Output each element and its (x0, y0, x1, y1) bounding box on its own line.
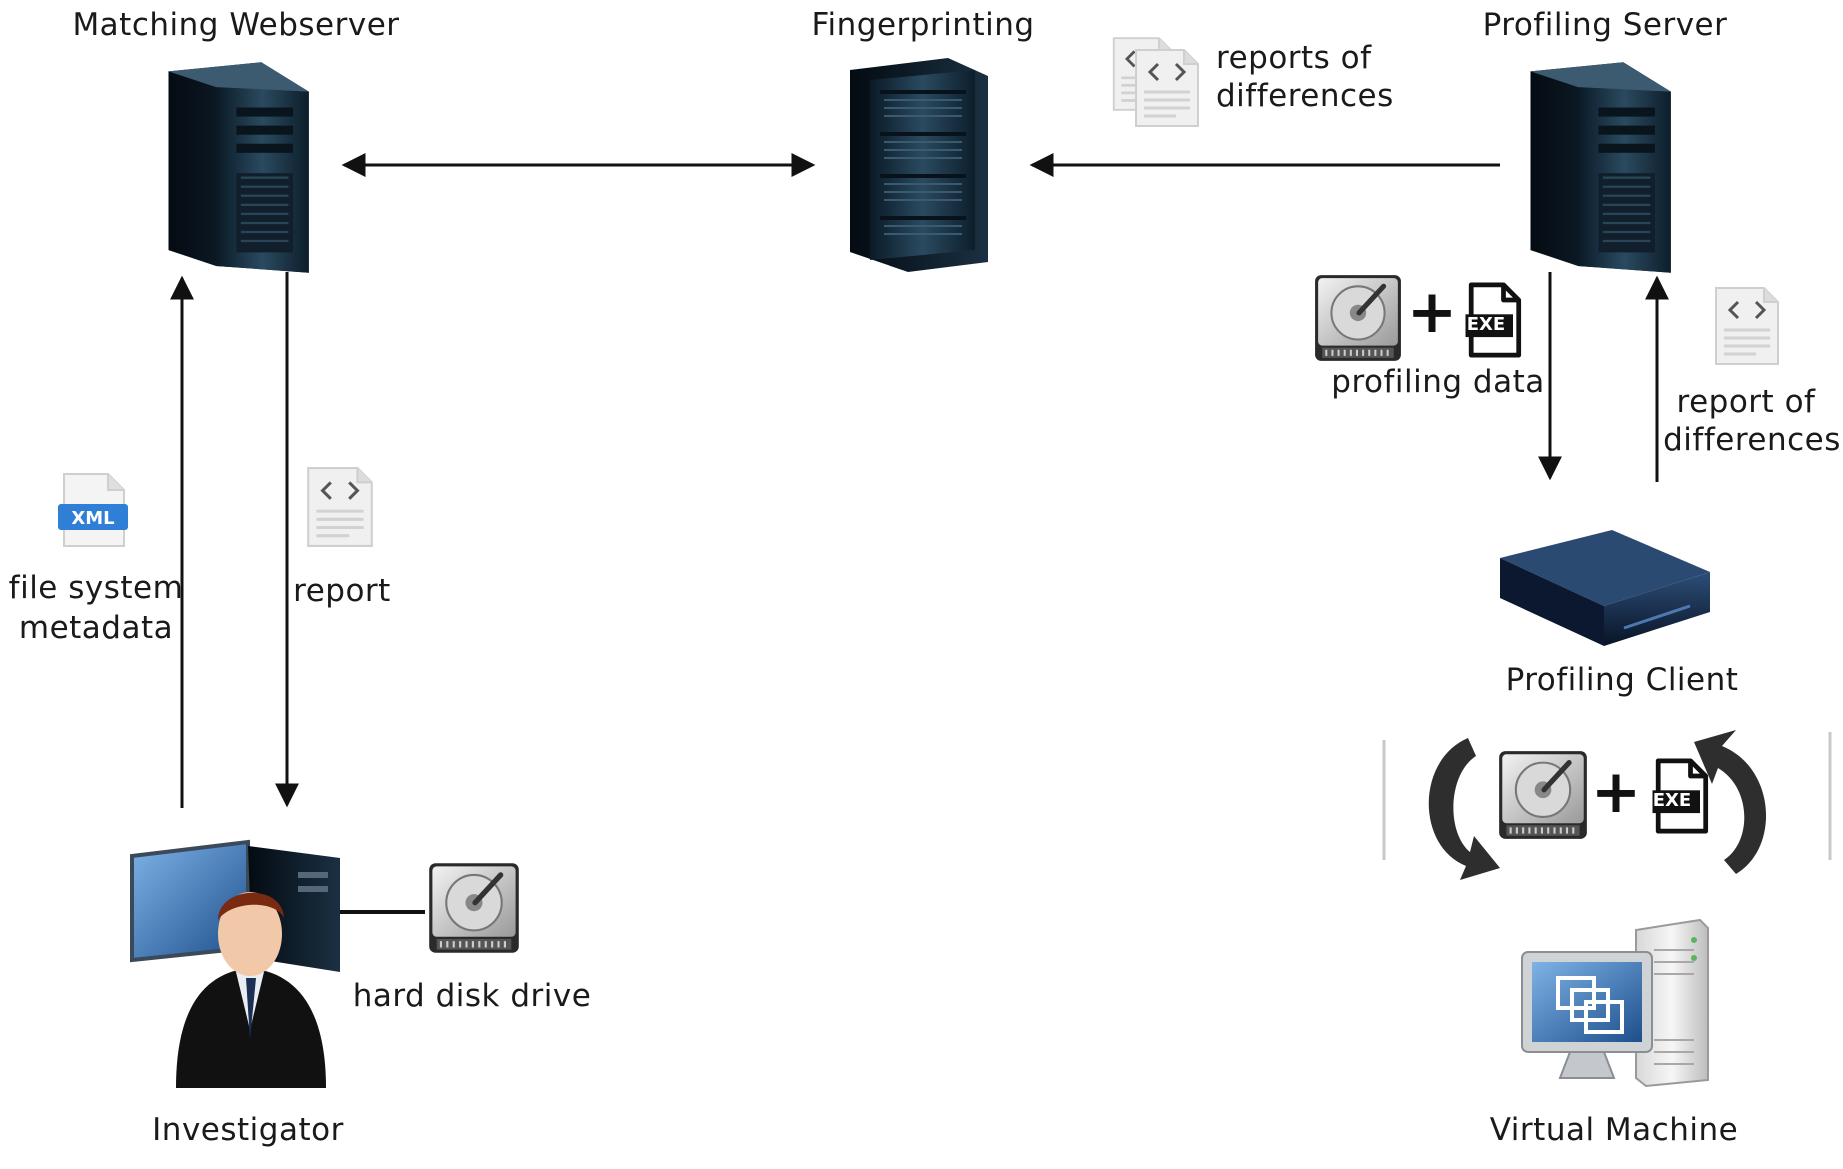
exe-badge-text: EXE (1467, 314, 1505, 335)
client-device-icon (1500, 530, 1710, 646)
xml-badge-text: XML (71, 508, 114, 529)
code-document-icon (1714, 286, 1780, 366)
matching-webserver-node: Matching Webserver (72, 7, 399, 274)
plus-icon: + (1591, 757, 1641, 827)
virtual-machine-icon (1521, 918, 1709, 1088)
profiling-data-label-group: + EXE profiling data (1315, 275, 1544, 400)
server-tower-icon (167, 61, 310, 274)
edge-label: differences (1216, 78, 1394, 114)
edge-label: differences (1663, 422, 1841, 458)
node-label: Virtual Machine (1490, 1112, 1738, 1148)
node-label: Profiling Server (1483, 7, 1728, 43)
investigator-node: Investigator (130, 839, 344, 1148)
edge-label: metadata (19, 610, 173, 646)
person-icon (176, 892, 326, 1088)
plus-icon: + (1407, 277, 1457, 347)
edge-label: report (293, 573, 391, 609)
replay-cycle-group: + EXE (1382, 730, 1832, 880)
xml-file-icon: XML (58, 473, 128, 547)
rotate-left-icon (1428, 738, 1500, 880)
server-tower-icon (1529, 61, 1672, 274)
edge-label: reports of (1216, 40, 1372, 76)
code-document-icon (1134, 48, 1200, 128)
fingerprinting-node: Fingerprinting (811, 7, 1034, 272)
file-system-metadata-label-group: XML file system metadata (9, 473, 184, 646)
hard-disk-icon (1315, 275, 1401, 361)
profiling-client-node: Profiling Client (1500, 530, 1738, 698)
node-label: hard disk drive (353, 978, 592, 1014)
node-label: Profiling Client (1506, 662, 1739, 698)
reports-of-differences-label-group: reports of differences (1112, 36, 1394, 128)
code-document-icon (306, 466, 374, 548)
node-label: Investigator (152, 1112, 344, 1148)
edge-label: profiling data (1331, 364, 1544, 400)
rotate-right-icon (1694, 730, 1767, 874)
profiling-server-node: Profiling Server (1483, 7, 1728, 274)
server-rack-icon (850, 58, 988, 272)
node-label: Fingerprinting (811, 7, 1034, 43)
hard-disk-icon (1499, 751, 1587, 839)
report-of-differences-label-group: report of differences (1663, 286, 1841, 458)
edge-label: file system (9, 570, 184, 606)
node-label: Matching Webserver (72, 7, 399, 43)
hard-disk-icon (429, 863, 519, 953)
exe-badge-text: EXE (1653, 790, 1691, 811)
report-label-group: report (293, 466, 391, 609)
edge-label: report of (1677, 384, 1817, 420)
hard-disk-drive-node: hard disk drive (353, 863, 592, 1014)
virtual-machine-node: Virtual Machine (1490, 918, 1738, 1148)
